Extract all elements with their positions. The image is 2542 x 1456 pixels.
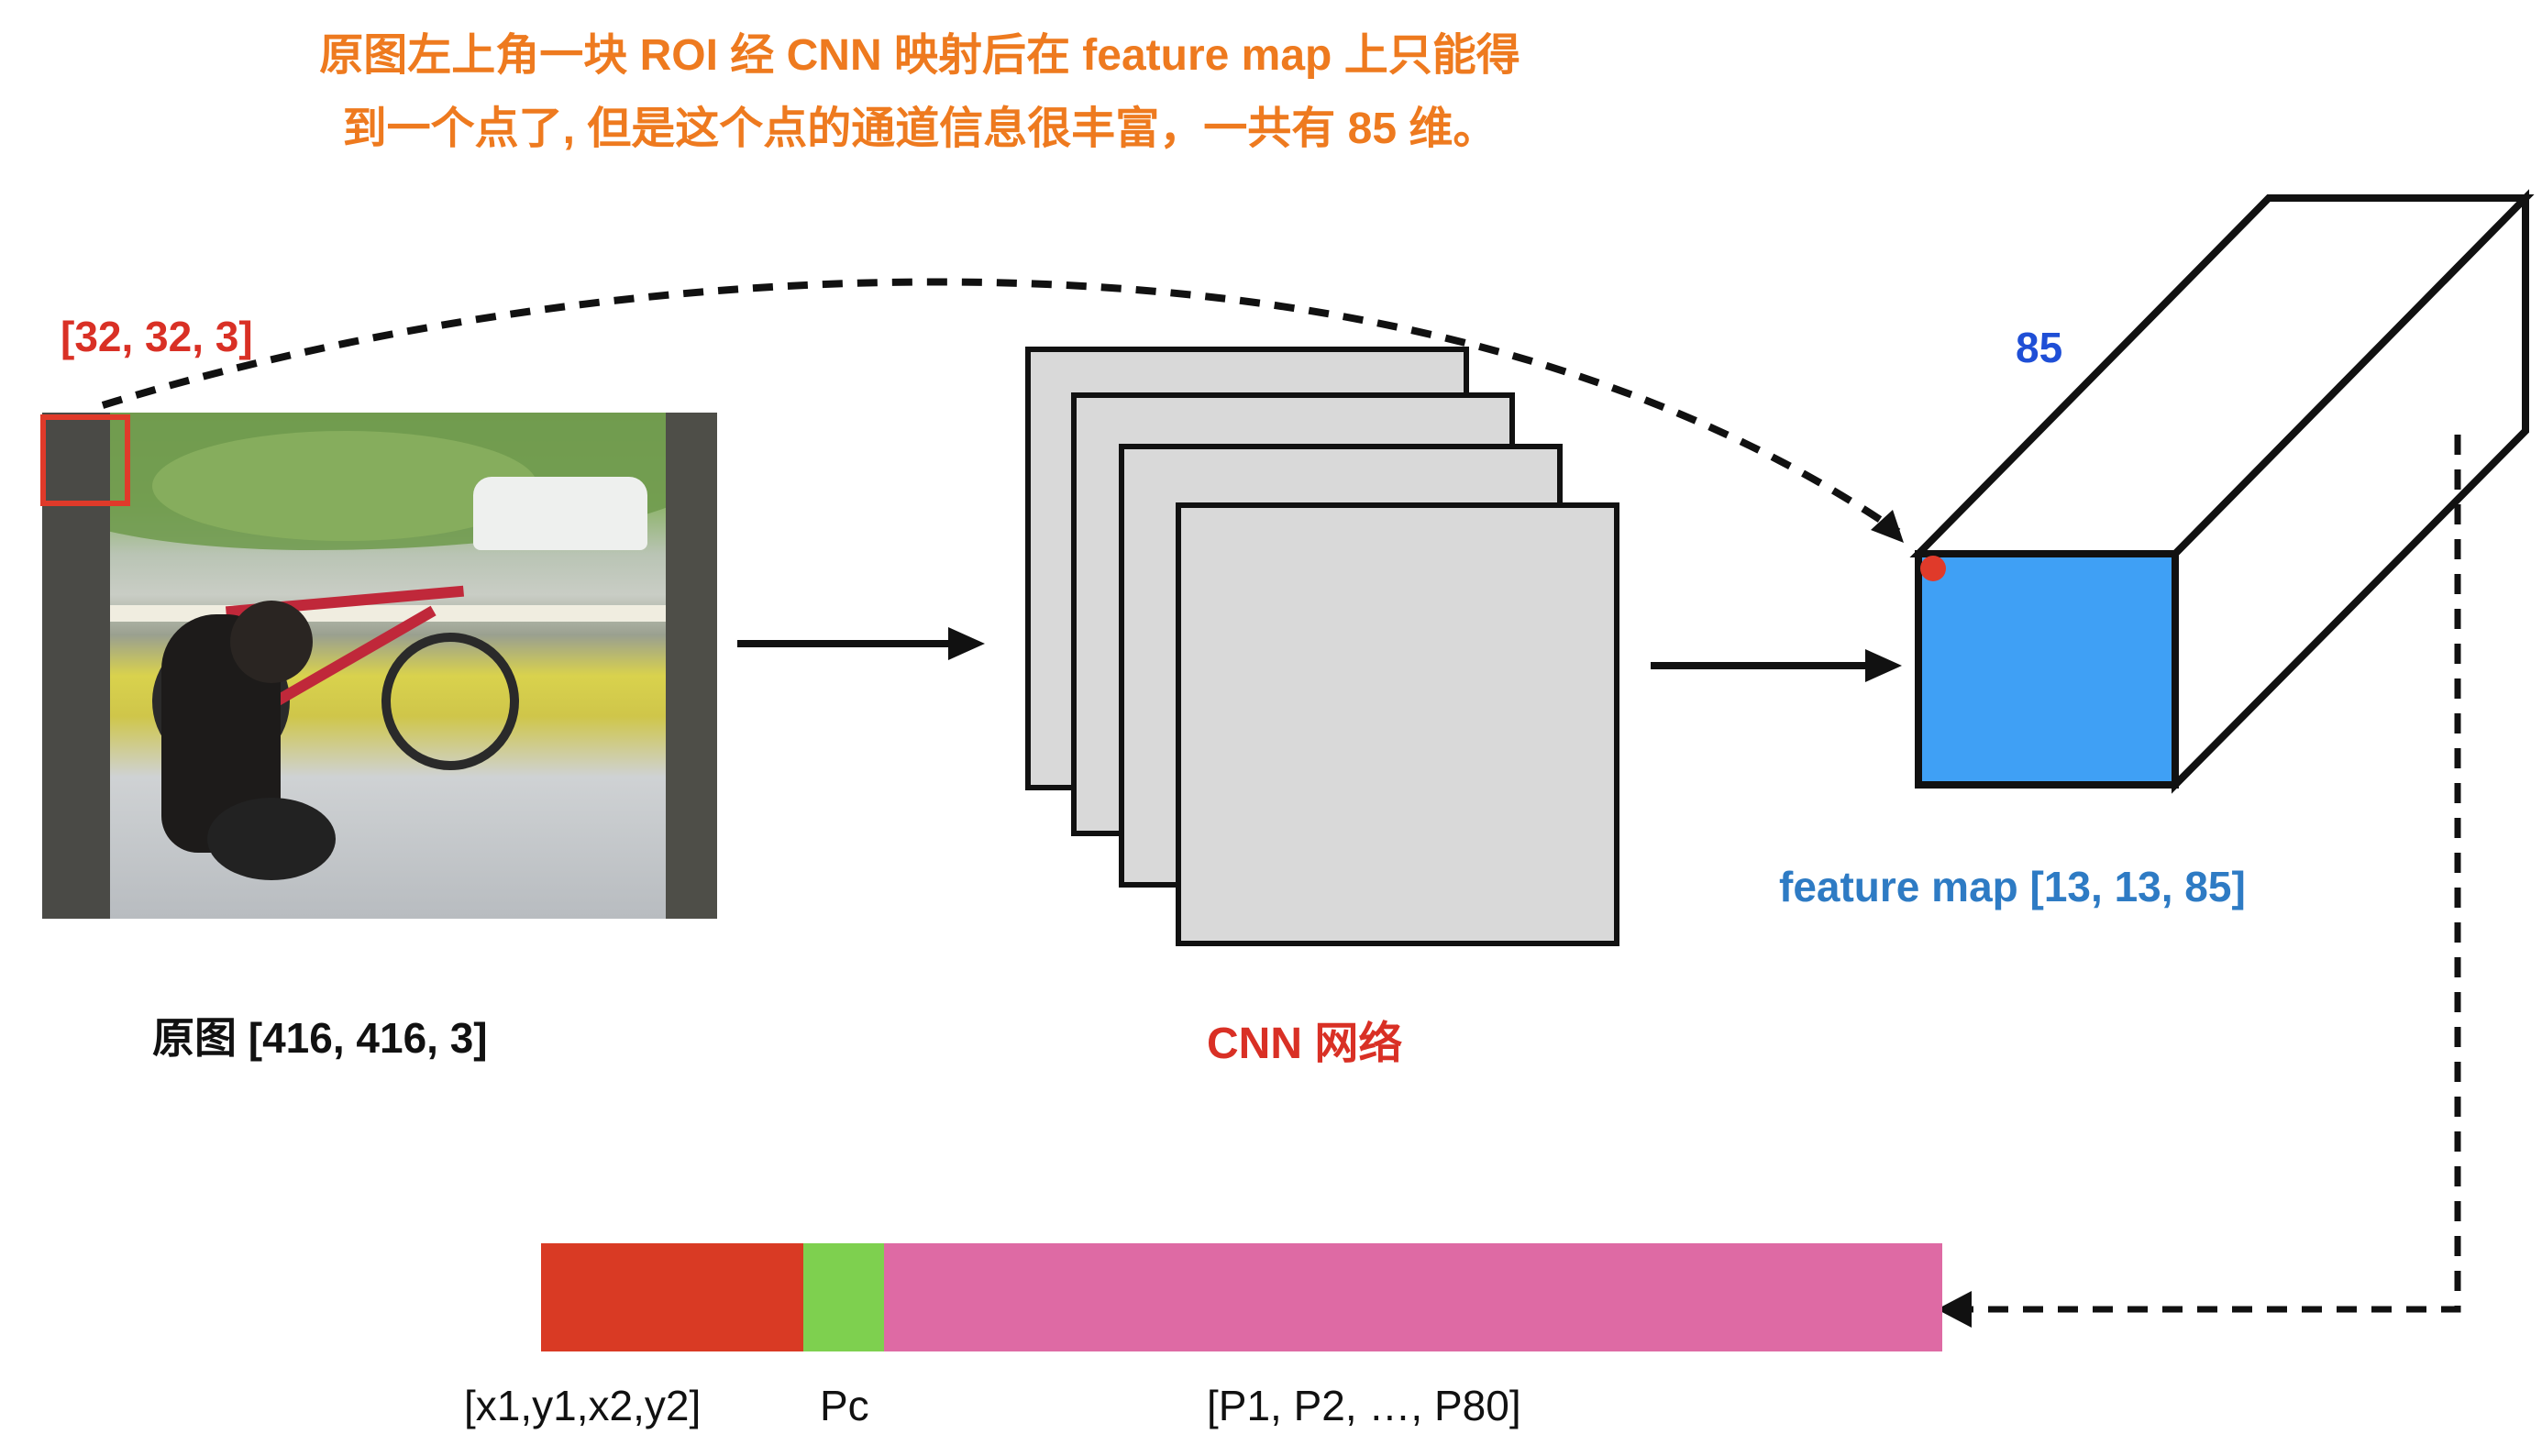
roi-size-label: [32, 32, 3] <box>61 313 253 360</box>
class-probabilities-label: [P1, P2, …, P80] <box>1207 1382 1521 1429</box>
cnn-caption: CNN 网络 <box>1207 1020 1403 1068</box>
feature-map-front-face <box>1915 550 2179 789</box>
feature-map-caption: feature map [13, 13, 85] <box>1779 863 2246 910</box>
feature-point <box>1920 556 1946 581</box>
mapping-arrowhead <box>1871 510 1904 543</box>
channels-label: 85 <box>2016 324 2063 371</box>
objectness-label: Pc <box>820 1382 869 1429</box>
return-dashed-path <box>1970 435 2461 1313</box>
return-arrowhead <box>1937 1291 1972 1328</box>
roi-box <box>40 414 130 506</box>
box-coordinates-label: [x1,y1,x2,y2] <box>464 1382 702 1429</box>
mapping-curve <box>101 278 1901 535</box>
arrowhead-image-to-cnn <box>948 627 985 660</box>
class-probabilities-segment <box>884 1243 1942 1351</box>
objectness-segment <box>803 1243 884 1351</box>
image-caption: 原图 [416, 416, 3] <box>152 1014 488 1062</box>
annotation-line-2: 到一个点了, 但是这个点的通道信息很丰富，一共有 85 维。 <box>342 105 1498 153</box>
box-coordinates-segment <box>541 1243 803 1351</box>
cnn-layer <box>1176 502 1619 946</box>
arrowhead-cnn-to-featuremap <box>1865 649 1902 682</box>
annotation-line-1: 原图左上角一块 ROI 经 CNN 映射后在 feature map 上只能得 <box>319 31 1520 80</box>
input-photo <box>42 413 717 919</box>
